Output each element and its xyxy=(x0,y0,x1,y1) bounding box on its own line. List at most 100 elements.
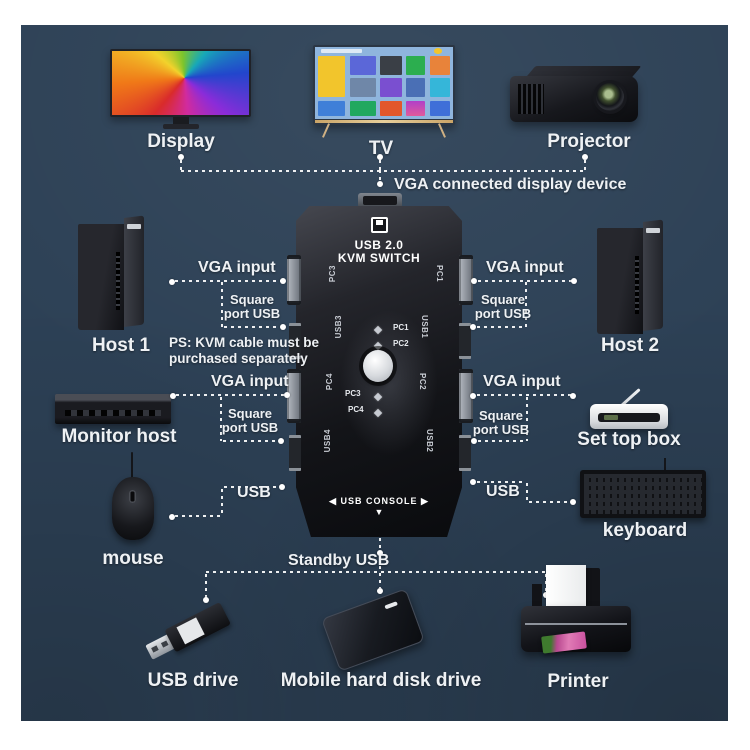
led-label-pc2: PC2 xyxy=(393,339,409,348)
dashed-line xyxy=(526,397,528,441)
tower-vent xyxy=(635,256,639,314)
vga-input-label-host2: VGA input xyxy=(486,259,564,276)
led-label-pc3: PC3 xyxy=(345,389,361,398)
projector-grille xyxy=(518,84,544,114)
usb-port-usb4 xyxy=(289,435,301,471)
vga-input-label-monitor-host: VGA input xyxy=(211,373,289,390)
dashed-line xyxy=(175,515,222,517)
keyboard-cable xyxy=(664,458,666,472)
hdd-indicator-slot xyxy=(384,601,398,610)
tv-screen xyxy=(315,47,453,119)
set-top-box-illustration xyxy=(590,404,668,429)
dashed-line xyxy=(379,160,381,172)
tv-tile xyxy=(429,101,451,117)
mouse-cable xyxy=(131,452,133,478)
tower-vent xyxy=(116,252,120,310)
printer-illustration xyxy=(518,560,634,670)
connector-dot xyxy=(178,154,184,160)
dashed-line xyxy=(221,489,223,517)
dashed-line xyxy=(477,481,525,483)
vga-input-label-stb: VGA input xyxy=(483,373,561,390)
tv-tile xyxy=(349,101,376,117)
tv-topbar-icon xyxy=(433,48,442,55)
dashed-line xyxy=(379,538,381,588)
kvm-port-label-pc4: PC4 xyxy=(325,373,334,391)
dashed-line xyxy=(206,571,546,573)
usb-port-usb2 xyxy=(459,435,471,471)
dashed-line xyxy=(175,280,281,282)
connector-dot xyxy=(377,588,383,594)
connector-dot xyxy=(377,550,383,556)
tower-logo-chip xyxy=(127,224,141,229)
connector-dot xyxy=(470,393,476,399)
usb-drive-illustration xyxy=(145,602,242,670)
kvm-title-line2: KVM SWITCH xyxy=(337,251,421,265)
dashed-line xyxy=(221,282,223,327)
connector-dot xyxy=(377,181,383,187)
connector-dot xyxy=(377,154,383,160)
connector-dot xyxy=(570,499,576,505)
tv-tile xyxy=(429,77,451,98)
set-top-box-label: Set top box xyxy=(577,429,681,450)
kvm-port-label-pc3: PC3 xyxy=(328,265,337,283)
projector-lens xyxy=(596,83,624,111)
led-label-pc4: PC4 xyxy=(348,405,364,414)
connector-dot xyxy=(471,438,477,444)
tv-tile xyxy=(429,56,451,76)
connector-dot xyxy=(169,514,175,520)
host2-label: Host 2 xyxy=(600,335,660,356)
projector-illustration xyxy=(508,62,644,126)
keyboard-label: keyboard xyxy=(602,520,688,541)
usb-type-b-icon xyxy=(371,217,388,233)
projector-label: Projector xyxy=(547,131,631,152)
mouse-label: mouse xyxy=(102,548,164,569)
vga-input-label-host1: VGA input xyxy=(198,259,276,276)
usb-port-usb1 xyxy=(459,323,471,359)
vga-port-pc1 xyxy=(459,255,473,305)
kvm-port-label-pc1: PC1 xyxy=(435,265,444,283)
dashed-line xyxy=(223,440,278,442)
dashed-line xyxy=(224,326,280,328)
kvm-select-button xyxy=(363,350,393,382)
display-monitor-illustration xyxy=(110,49,251,117)
host2-tower-illustration xyxy=(597,219,663,334)
dashed-line xyxy=(478,440,526,442)
connector-dot xyxy=(471,278,477,284)
kvm-gloss-highlight xyxy=(326,286,452,516)
dashed-line xyxy=(526,483,528,502)
connector-dot xyxy=(284,392,290,398)
dashed-line xyxy=(224,486,279,488)
connector-dot xyxy=(278,438,284,444)
usb-port-usb3 xyxy=(289,323,301,359)
vga-port-pc3 xyxy=(287,255,301,305)
vga-connected-note: VGA connected display device xyxy=(394,176,627,193)
display-stand-neck xyxy=(173,117,189,125)
kvm-switch-illustration: USB 2.0 KVM SWITCH PC3 USB3 PC4 USB4 PC1… xyxy=(287,191,473,541)
usb-drive-label-sticker xyxy=(176,617,205,645)
connector-dot xyxy=(280,278,286,284)
tv-tile xyxy=(379,56,402,76)
keyboard-keys xyxy=(584,474,702,514)
mouse-illustration xyxy=(112,477,154,540)
set-top-box-front-band xyxy=(598,413,660,422)
kvm-top-vga-slot xyxy=(363,196,397,205)
standby-usb-label: Standby USB xyxy=(288,552,390,569)
host1-label: Host 1 xyxy=(91,335,151,356)
usb-label-keyboard: USB xyxy=(486,483,520,500)
tv-topbar xyxy=(320,49,362,54)
connector-dot xyxy=(203,597,209,603)
dashed-line xyxy=(220,397,222,441)
kvm-port-label-usb4: USB4 xyxy=(323,429,332,453)
tv-label: TV xyxy=(368,138,394,159)
connector-dot xyxy=(470,479,476,485)
tv-tile xyxy=(406,77,426,98)
kvm-port-label-usb2: USB2 xyxy=(425,429,434,453)
tv-illustration xyxy=(313,45,455,125)
dashed-line xyxy=(205,574,207,598)
vga-port-pc4 xyxy=(287,369,301,423)
display-stand-base xyxy=(163,124,199,129)
dashed-line xyxy=(529,501,571,503)
